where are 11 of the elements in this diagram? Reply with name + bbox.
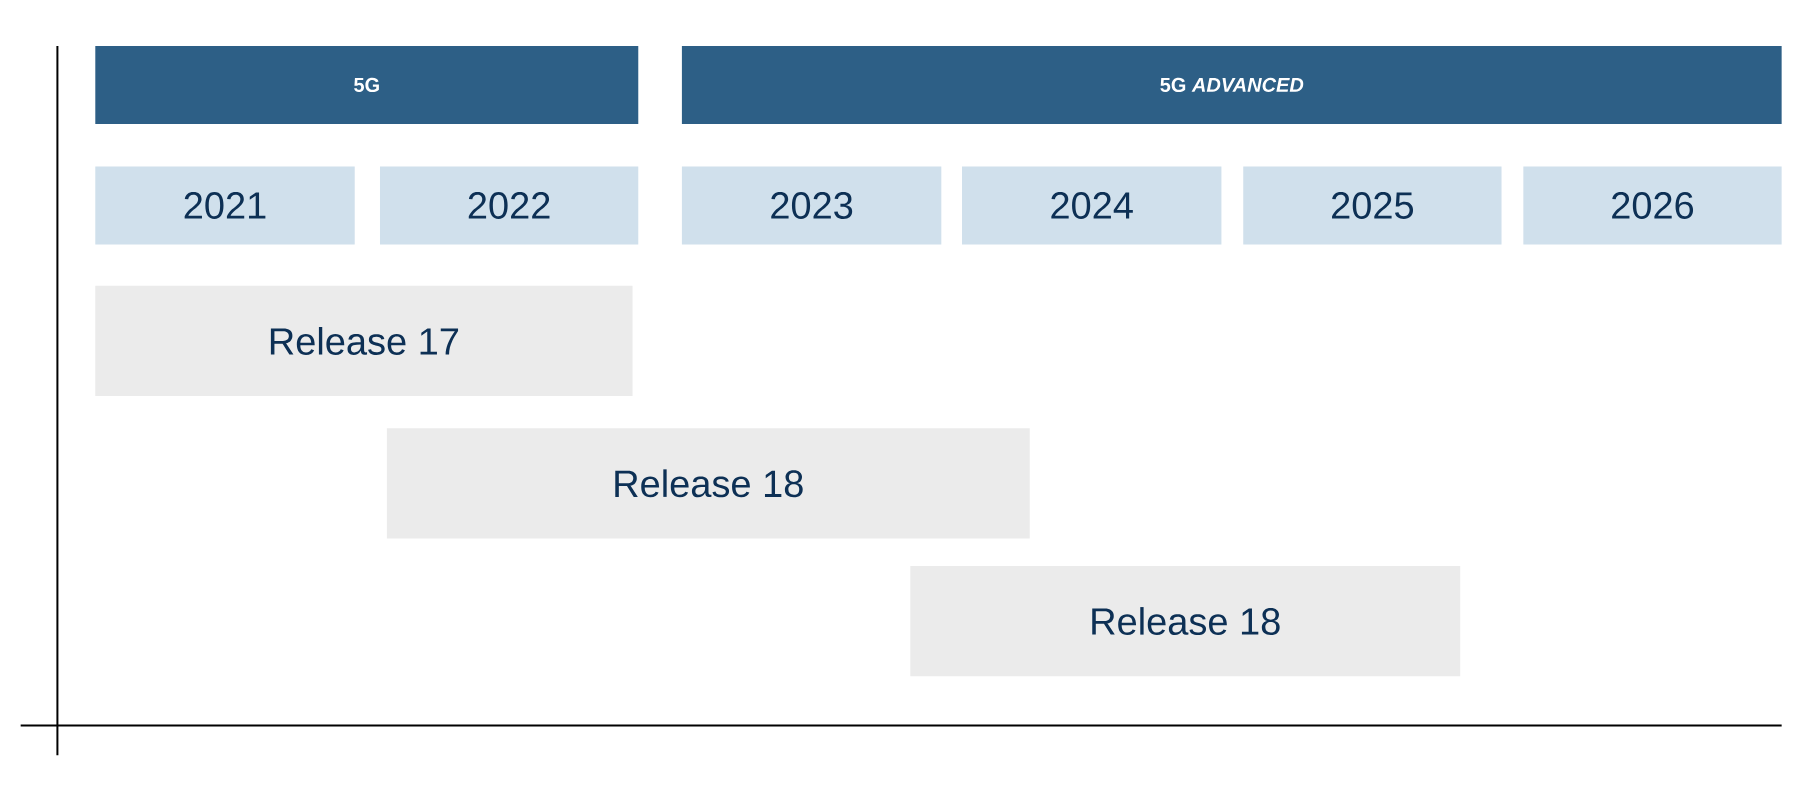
year-box: 2021: [95, 166, 355, 245]
release-bar: Release 18: [386, 428, 1030, 539]
year-box: 2026: [1523, 166, 1782, 245]
release-bar: Release 18: [910, 565, 1461, 677]
year-box: 2022: [380, 166, 639, 245]
release-bar: Release 17: [95, 285, 633, 397]
year-box: 2023: [681, 166, 942, 245]
phase-banner: 5G: [95, 45, 639, 124]
year-box: 2025: [1243, 166, 1502, 245]
year-box: 2024: [962, 166, 1222, 245]
phase-banner: 5G ADVANCED: [681, 45, 1782, 124]
